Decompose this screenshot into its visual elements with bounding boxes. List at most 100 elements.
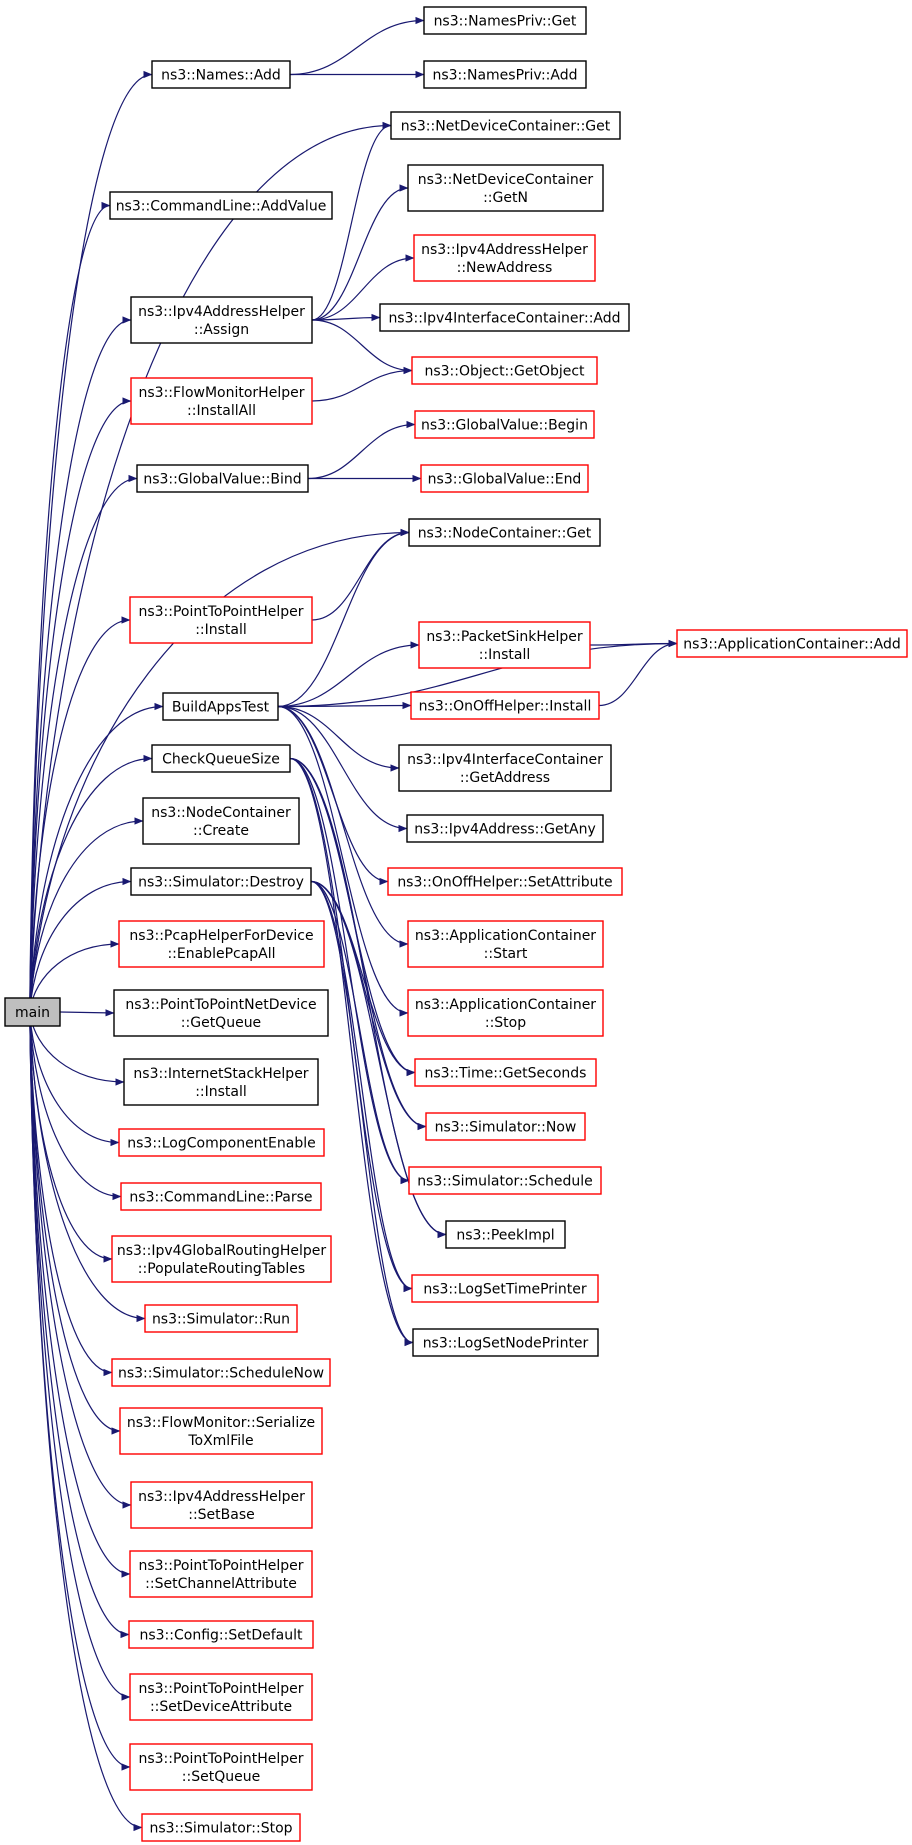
node-sim_schedule[interactable]: ns3::Simulator::Schedule xyxy=(408,1166,602,1195)
edge-main-to-flowmon_installall xyxy=(29,397,132,1013)
node-label-ipv4if_getaddress-line-0: ns3::Ipv4InterfaceContainer xyxy=(407,752,603,768)
node-label-p2p_setdeviceattr-line-0: ns3::PointToPointHelper xyxy=(138,1681,303,1697)
edge-ipv4addr_assign-to-netdev_get xyxy=(311,121,392,321)
node-label-peekimpl-line-0: ns3::PeekImpl xyxy=(456,1228,554,1244)
node-sim_schedulenow[interactable]: ns3::Simulator::ScheduleNow xyxy=(111,1358,331,1387)
node-p2p_setqueue[interactable]: ns3::PointToPointHelper::SetQueue xyxy=(129,1743,313,1791)
node-cmdline_addvalue[interactable]: ns3::CommandLine::AddValue xyxy=(109,191,333,220)
node-label-ipv4addr_newaddress-line-0: ns3::Ipv4AddressHelper xyxy=(421,242,588,258)
node-label-checkqueue-line-0: CheckQueueSize xyxy=(162,752,280,768)
edge-main-to-config_setdefault xyxy=(29,1011,130,1639)
node-p2p_setchannelattr[interactable]: ns3::PointToPointHelper::SetChannelAttri… xyxy=(129,1550,313,1598)
node-peekimpl[interactable]: ns3::PeekImpl xyxy=(445,1220,566,1249)
node-p2pnetdev_getqueue[interactable]: ns3::PointToPointNetDevice::GetQueue xyxy=(113,989,329,1037)
node-box-p2p_setchannelattr xyxy=(129,1550,313,1598)
node-names_add[interactable]: ns3::Names::Add xyxy=(151,60,291,89)
node-inetstack_install[interactable]: ns3::InternetStackHelper::Install xyxy=(123,1058,319,1106)
node-label-ipv4addr_assign-line-1: ::Assign xyxy=(194,322,249,338)
node-nodecont_get[interactable]: ns3::NodeContainer::Get xyxy=(408,518,601,547)
node-ipv4if_getaddress[interactable]: ns3::Ipv4InterfaceContainer::GetAddress xyxy=(398,744,612,792)
node-pktsink_install[interactable]: ns3::PacketSinkHelper::Install xyxy=(418,621,591,669)
node-main[interactable]: main xyxy=(4,997,61,1027)
edge-flowmon_installall-to-object_getobject xyxy=(311,366,413,402)
node-checkqueue[interactable]: CheckQueueSize xyxy=(151,744,291,773)
node-ipv4if_add[interactable]: ns3::Ipv4InterfaceContainer::Add xyxy=(379,303,630,332)
node-appcont_add[interactable]: ns3::ApplicationContainer::Add xyxy=(676,629,908,658)
node-p2p_setdeviceattr[interactable]: ns3::PointToPointHelper::SetDeviceAttrib… xyxy=(129,1673,313,1721)
edge-main-to-logcomp_enable xyxy=(29,1011,120,1147)
node-ipv4addr_getany[interactable]: ns3::Ipv4Address::GetAny xyxy=(406,814,604,843)
node-box-sim_stop xyxy=(141,1813,301,1842)
node-box-sim_schedulenow xyxy=(111,1358,331,1387)
node-box-sim_destroy xyxy=(130,867,312,896)
node-logset_nodeprinter[interactable]: ns3::LogSetNodePrinter xyxy=(412,1328,599,1357)
node-label-appcont_start-line-0: ns3::ApplicationContainer xyxy=(415,928,596,944)
node-box-flowmon_installall xyxy=(130,377,313,425)
edge-main-to-sim_destroy xyxy=(29,877,132,1013)
edge-p2p_install-to-nodecont_get xyxy=(311,528,410,621)
node-box-sim_schedule xyxy=(408,1166,602,1195)
node-buildapps[interactable]: BuildAppsTest xyxy=(162,692,279,721)
node-sim_now[interactable]: ns3::Simulator::Now xyxy=(425,1112,586,1141)
node-label-nodecont_create-line-1: ::Create xyxy=(193,823,249,839)
node-namespriv_add[interactable]: ns3::NamesPriv::Add xyxy=(423,60,587,89)
node-gv_bind[interactable]: ns3::GlobalValue::Bind xyxy=(136,464,309,493)
node-cmdline_parse[interactable]: ns3::CommandLine::Parse xyxy=(120,1182,322,1211)
node-label-main-line-0: main xyxy=(15,1005,50,1021)
node-label-time_getseconds-line-0: ns3::Time::GetSeconds xyxy=(425,1066,587,1082)
node-appcont_stop[interactable]: ns3::ApplicationContainer::Stop xyxy=(407,989,604,1037)
node-ipv4addr_newaddress[interactable]: ns3::Ipv4AddressHelper::NewAddress xyxy=(413,234,596,282)
node-config_setdefault[interactable]: ns3::Config::SetDefault xyxy=(128,1620,314,1649)
node-sim_destroy[interactable]: ns3::Simulator::Destroy xyxy=(130,867,312,896)
edge-main-to-p2pnetdev_getqueue xyxy=(59,1009,115,1017)
node-gv_begin[interactable]: ns3::GlobalValue::Begin xyxy=(414,410,595,439)
node-pcap_enableall[interactable]: ns3::PcapHelperForDevice::EnablePcapAll xyxy=(118,920,325,968)
node-p2p_install[interactable]: ns3::PointToPointHelper::Install xyxy=(129,596,313,644)
edge-sim_destroy-to-logset_nodeprinter xyxy=(310,880,414,1347)
edge-ipv4addr_assign-to-netdev_getn xyxy=(311,184,409,321)
node-appcont_start[interactable]: ns3::ApplicationContainer::Start xyxy=(407,920,604,968)
node-namespriv_get[interactable]: ns3::NamesPriv::Get xyxy=(423,6,587,35)
edge-names_add-to-namespriv_get xyxy=(289,16,425,76)
node-box-nodecont_create xyxy=(142,797,300,845)
node-box-ipv4if_add xyxy=(379,303,630,332)
edge-ipv4addr_assign-to-ipv4addr_newaddress xyxy=(311,254,415,321)
node-box-main xyxy=(4,997,61,1027)
node-netdev_get[interactable]: ns3::NetDeviceContainer::Get xyxy=(390,111,621,140)
node-box-nodecont_get xyxy=(408,518,601,547)
node-label-pktsink_install-line-0: ns3::PacketSinkHelper xyxy=(426,629,583,645)
edge-main-to-cmdline_parse xyxy=(29,1011,122,1201)
node-netdev_getn[interactable]: ns3::NetDeviceContainer::GetN xyxy=(407,164,604,212)
node-label-pktsink_install-line-1: ::Install xyxy=(479,647,531,663)
node-label-ipv4addr_setbase-line-1: ::SetBase xyxy=(188,1507,255,1523)
edge-main-to-gv_bind xyxy=(29,474,138,1013)
node-box-pktsink_install xyxy=(418,621,591,669)
node-box-appcont_start xyxy=(407,920,604,968)
node-onoff_setattr[interactable]: ns3::OnOffHelper::SetAttribute xyxy=(387,867,623,896)
node-ipv4addr_assign[interactable]: ns3::Ipv4AddressHelper::Assign xyxy=(130,296,313,344)
node-logcomp_enable[interactable]: ns3::LogComponentEnable xyxy=(118,1128,325,1157)
node-onoff_install[interactable]: ns3::OnOffHelper::Install xyxy=(410,691,600,720)
node-logset_timeprinter[interactable]: ns3::LogSetTimePrinter xyxy=(411,1274,599,1303)
node-label-flowmon_installall-line-1: ::InstallAll xyxy=(187,403,256,419)
node-flowmon_installall[interactable]: ns3::FlowMonitorHelper::InstallAll xyxy=(130,377,313,425)
node-gv_end[interactable]: ns3::GlobalValue::End xyxy=(420,464,589,493)
node-label-appcont_stop-line-1: ::Stop xyxy=(485,1015,526,1031)
node-time_getseconds[interactable]: ns3::Time::GetSeconds xyxy=(414,1058,597,1087)
node-nodecont_create[interactable]: ns3::NodeContainer::Create xyxy=(142,797,300,845)
node-box-p2p_install xyxy=(129,596,313,644)
node-box-gv_end xyxy=(420,464,589,493)
edge-sim_destroy-to-sim_schedule xyxy=(310,880,410,1185)
node-object_getobject[interactable]: ns3::Object::GetObject xyxy=(411,356,598,385)
edge-checkqueue-to-logset_nodeprinter xyxy=(289,757,414,1347)
node-ipv4addr_setbase[interactable]: ns3::Ipv4AddressHelper::SetBase xyxy=(130,1481,313,1529)
node-label-appcont_add-line-0: ns3::ApplicationContainer::Add xyxy=(683,637,900,653)
node-ipv4global_populate[interactable]: ns3::Ipv4GlobalRoutingHelper::PopulateRo… xyxy=(111,1235,332,1283)
edge-main-to-sim_run xyxy=(29,1011,146,1323)
node-box-gv_bind xyxy=(136,464,309,493)
node-sim_run[interactable]: ns3::Simulator::Run xyxy=(144,1304,298,1333)
node-label-flowmon_installall-line-0: ns3::FlowMonitorHelper xyxy=(139,385,305,401)
node-sim_stop[interactable]: ns3::Simulator::Stop xyxy=(141,1813,301,1842)
node-label-object_getobject-line-0: ns3::Object::GetObject xyxy=(424,364,585,380)
